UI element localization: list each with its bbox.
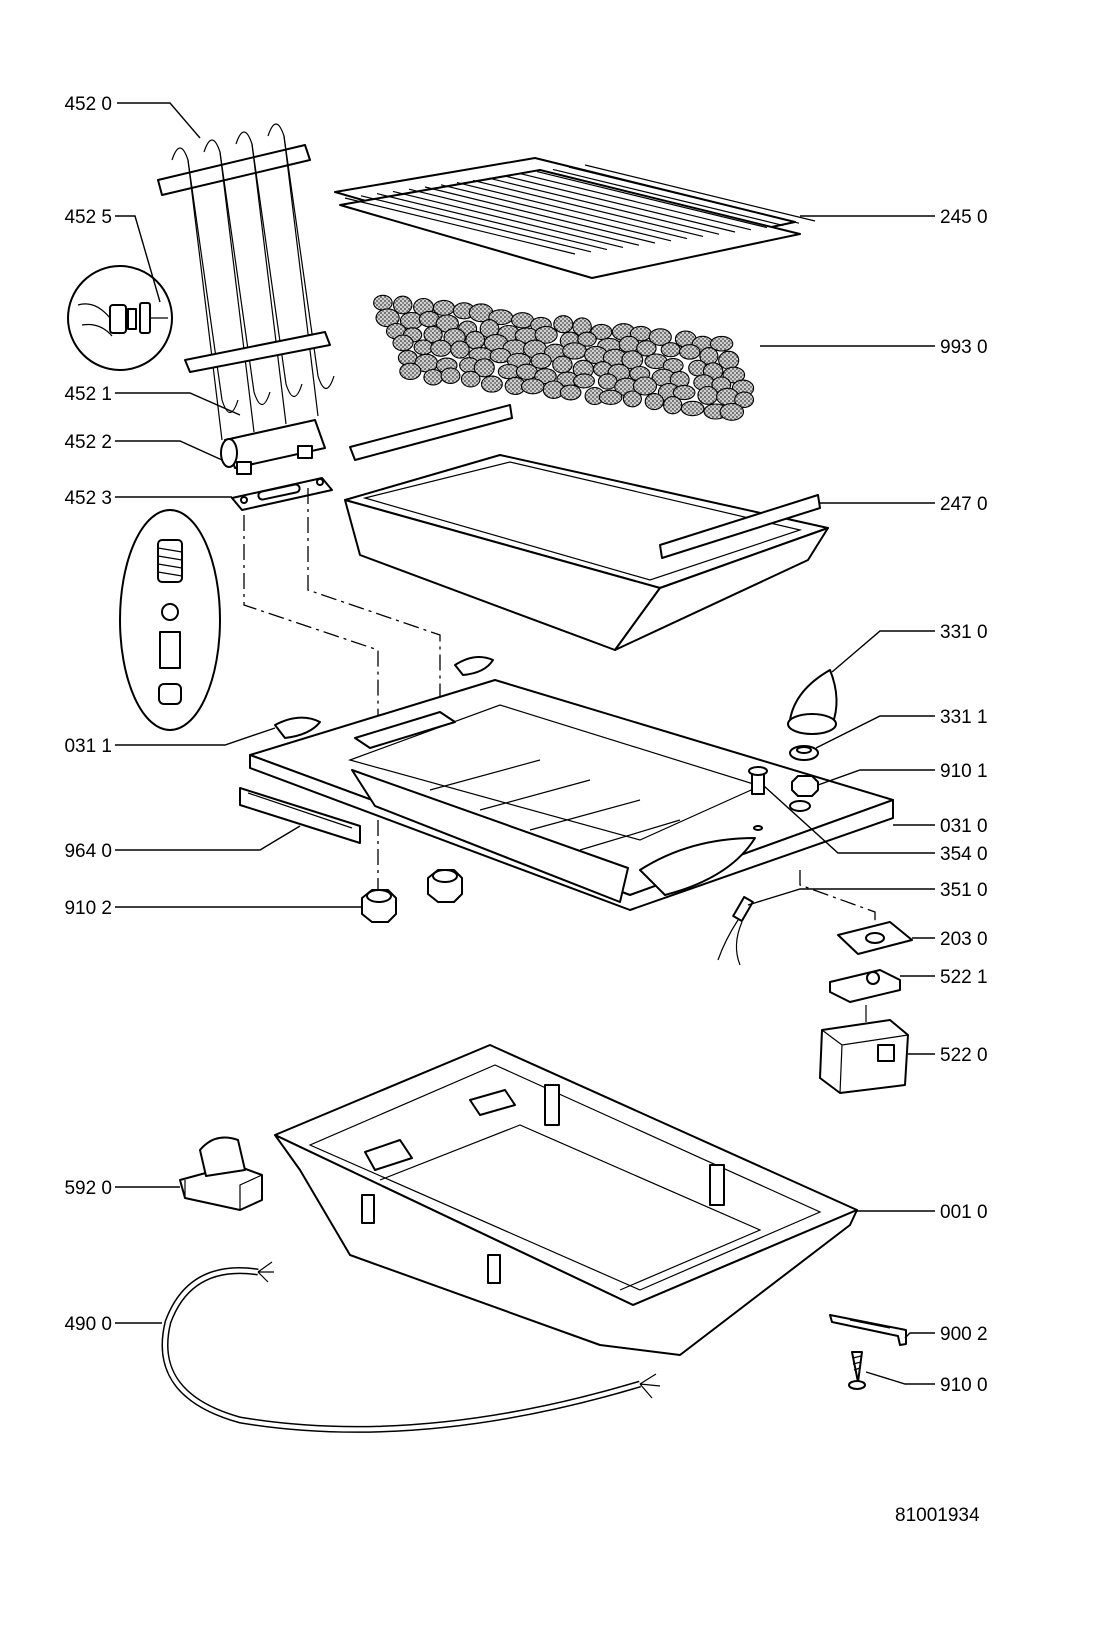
hob-top-drawing [249, 655, 894, 911]
terminal-screw-detail [67, 265, 173, 371]
alignment-lines [243, 488, 876, 928]
callout-switch-plate: 203 0 [940, 929, 988, 950]
hinge-plate-drawing [231, 477, 333, 511]
callout-control-knob: 331 0 [940, 622, 988, 643]
callout-heating-element: 452 0 [64, 94, 112, 115]
terminal-block-drawing [179, 1136, 263, 1211]
callout-knob-nut: 910 1 [940, 761, 988, 782]
callout-terminal-screw: 452 5 [64, 207, 112, 228]
callout-hex-nut: 910 2 [64, 898, 112, 919]
grill-grid-drawing [334, 157, 816, 279]
callout-power-cable: 490 0 [64, 1314, 112, 1335]
callout-terminal-block: 592 0 [64, 1178, 112, 1199]
callout-housing-tray: 001 0 [940, 1202, 988, 1223]
leader-lines [115, 102, 935, 1385]
hex-nuts-drawing [361, 869, 463, 923]
switch-assembly-drawing [819, 921, 913, 1094]
heating-element-drawing [157, 123, 335, 475]
indicator-lamp-drawing [717, 895, 754, 966]
clip-and-screw-drawing [829, 1314, 907, 1390]
control-knob-drawing [748, 669, 838, 831]
callout-fixing-clip: 900 2 [940, 1324, 988, 1345]
gasket-drawing [239, 787, 361, 844]
callout-hob-top: 031 0 [940, 816, 988, 837]
lava-stones-drawing [373, 294, 755, 421]
callout-switch-bracket: 522 1 [940, 967, 988, 988]
callout-indicator-lamp: 351 0 [940, 880, 988, 901]
callout-hob-top-cover: 031 1 [64, 736, 112, 757]
callout-energy-regulator: 522 0 [940, 1045, 988, 1066]
callout-grill-grid: 245 0 [940, 207, 988, 228]
drawing-number: 81001934 [895, 1505, 980, 1526]
callout-element-bracket: 452 2 [64, 432, 112, 453]
housing-tray-drawing [274, 1044, 858, 1356]
stone-tray-drawing [344, 404, 829, 651]
power-cable-drawing [161, 1261, 661, 1433]
callout-spacer-pin: 354 0 [940, 844, 988, 865]
callout-fixing-screw: 910 0 [940, 1375, 988, 1396]
callout-labels: 452 0 245 0 452 5 993 0 452 1 452 2 247 … [64, 94, 987, 1526]
callout-stone-tray: 247 0 [940, 494, 988, 515]
callout-element-support: 452 1 [64, 384, 112, 405]
callout-hinge-plate: 452 3 [64, 488, 112, 509]
callout-gasket: 964 0 [64, 841, 112, 862]
callout-knob-bezel: 331 1 [940, 707, 988, 728]
callout-lava-stones: 993 0 [940, 337, 988, 358]
spring-detail [119, 509, 221, 731]
